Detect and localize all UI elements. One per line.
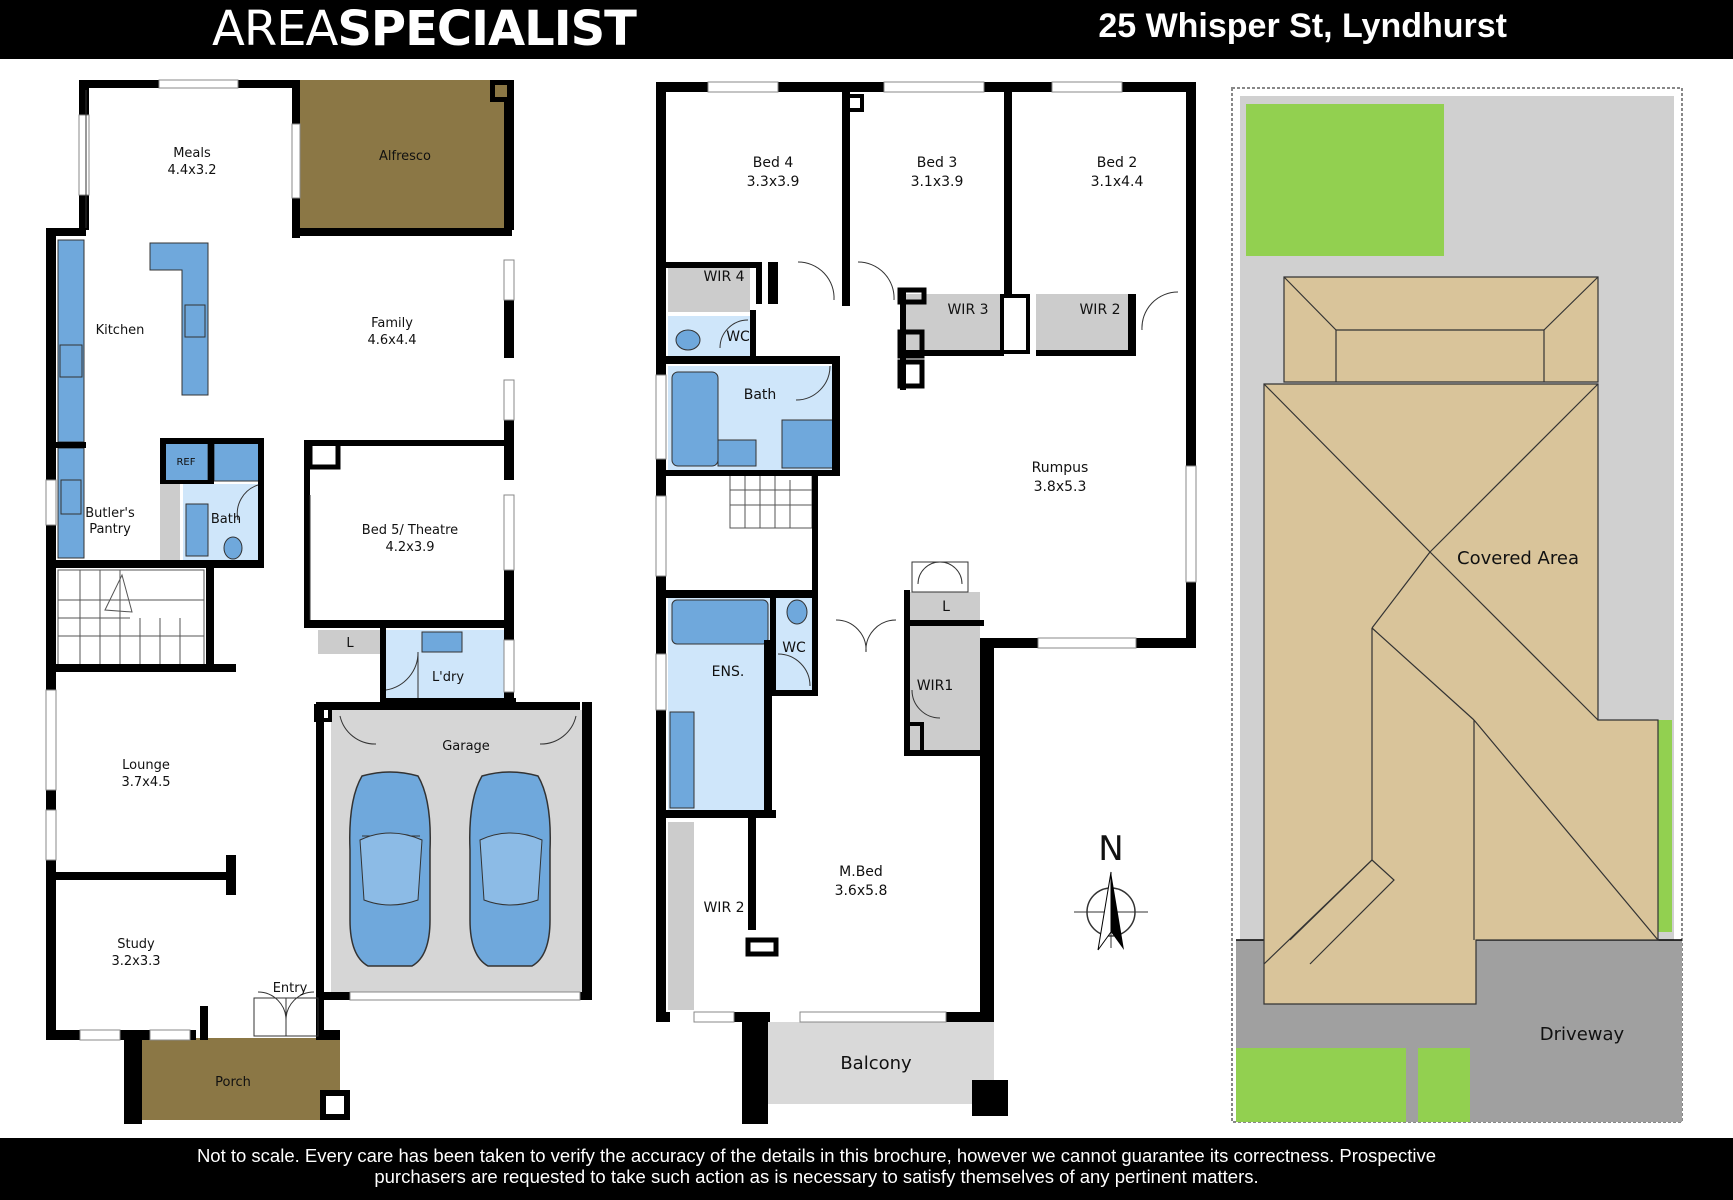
lounge-dim: 3.7x4.5 [121,775,170,790]
roof-outline [1263,276,1659,1005]
brand-logo: AREASPECIALIST [212,1,637,57]
vanity-upper [717,439,757,467]
first-doors [719,261,1179,719]
side-lawn [1658,720,1672,932]
upper-stairs [729,470,813,529]
laundry-tub [421,631,463,653]
lounge-label: Lounge [122,758,170,773]
linen-upper [910,592,980,620]
butlers-label: Butler's [85,506,135,521]
wir3-label: WIR 3 [947,302,988,318]
mbed-label: M.Bed [839,864,883,880]
wir4-floor [668,262,750,312]
study-dim: 3.2x3.3 [111,954,160,969]
garage-label: Garage [442,739,490,754]
ref-label: REF [176,457,195,468]
alfresco-label: Alfresco [379,149,431,164]
ground-stairs [57,569,205,667]
disclaimer-text: Not to scale. Every care has been taken … [180,1145,1453,1187]
shower-tray [213,442,261,482]
covered-area-label: Covered Area [1457,548,1579,569]
toilet-icon [223,536,243,560]
back-lawn [1246,104,1444,256]
bed4-dim: 3.3x3.9 [747,174,800,190]
car-icon-left [349,771,431,967]
bed3-dim: 3.1x3.9 [911,174,964,190]
ground-bath-label: Bath [211,512,241,527]
balcony-label: Balcony [840,1053,912,1074]
ground-linen-label: L [346,636,354,651]
bathtub-ensuite [671,599,769,645]
north-label: N [1098,829,1123,869]
ensuite-label: ENS. [712,664,745,680]
bed5-dim: 4.2x3.9 [385,540,434,555]
driveway-label: Driveway [1540,1024,1625,1045]
rumpus-dim: 3.8x5.3 [1034,479,1087,495]
laundry-label: L'dry [432,670,464,685]
upper-bath-label: Bath [744,387,777,403]
front-lawn-right [1418,1048,1470,1122]
upper-linen-label: L [942,599,950,615]
porch-deck [142,1038,340,1120]
property-address: 25 Whisper St, Lyndhurst [1098,7,1507,45]
wir2-lower-floor [668,822,694,1010]
toilet-ensuite-icon [786,599,808,625]
ground-doors [85,90,577,1037]
kitchen-label: Kitchen [96,323,145,338]
toilet-upper-icon [675,329,701,351]
footer-bar: Not to scale. Every care has been taken … [0,1138,1733,1200]
vanity [185,503,209,557]
kitchen-bench [57,239,85,443]
bed5-label: Bed 5/ Theatre [362,523,458,538]
linen-cupboard [318,630,382,654]
sink-icon [184,304,206,338]
meals-label: Meals [173,146,211,161]
pantry-sink-icon [60,479,82,515]
mbed-dim: 3.6x5.8 [835,883,888,899]
pantry-bench [160,484,180,562]
family-label: Family [371,316,413,331]
bathtub-upper [671,371,719,467]
meals-dim: 4.4x3.2 [167,163,216,178]
site-plan: Covered Area Driveway [1231,87,1683,1123]
entry-label: Entry [273,981,308,996]
wir1-label: WIR1 [917,678,954,694]
first-floor-plan: Bed 4 3.3x3.9 Bed 3 3.1x3.9 Bed 2 3.1x4.… [655,81,1197,1124]
ground-windows [45,79,581,1041]
disclaimer-line-1: Not to scale. Every care has been taken … [196,1145,1437,1166]
bed3-label: Bed 3 [917,155,957,171]
study-label: Study [117,937,155,952]
wir4-label: WIR 4 [703,269,744,285]
rumpus-label: Rumpus [1032,460,1089,476]
disclaimer-line-2: purchasers are requested to take such ac… [374,1166,1259,1187]
header-bar: AREASPECIALIST 25 Whisper St, Lyndhurst [0,0,1733,59]
porch-label: Porch [215,1075,251,1090]
car-icon-right [469,771,551,967]
wir2-lower-label: WIR 2 [703,900,744,916]
wir2-upper-label: WIR 2 [1079,302,1120,318]
north-compass: N [1074,829,1148,951]
family-dim: 4.6x4.4 [367,333,416,348]
pantry-label: Pantry [89,522,131,537]
wc2-label: WC [782,640,806,656]
cooktop-icon [59,344,83,378]
pantry-bench-blue [57,447,85,559]
shower-upper [781,419,835,469]
wir2-upper-floor [1036,294,1136,354]
wir1-floor [904,626,980,754]
vanity-ensuite [669,711,695,809]
ground-floor-plan: Meals 4.4x3.2 Alfresco Kitchen Family 4.… [45,79,592,1124]
front-lawn-left [1236,1048,1406,1122]
first-windows [655,81,1197,1023]
bed4-label: Bed 4 [753,155,794,171]
wc1-label: WC [726,329,750,345]
balcony-floor [768,1022,994,1104]
alfresco-deck [300,80,512,228]
kitchen-island [149,242,209,396]
bed2-dim: 3.1x4.4 [1091,174,1144,190]
bed2-label: Bed 2 [1097,155,1137,171]
